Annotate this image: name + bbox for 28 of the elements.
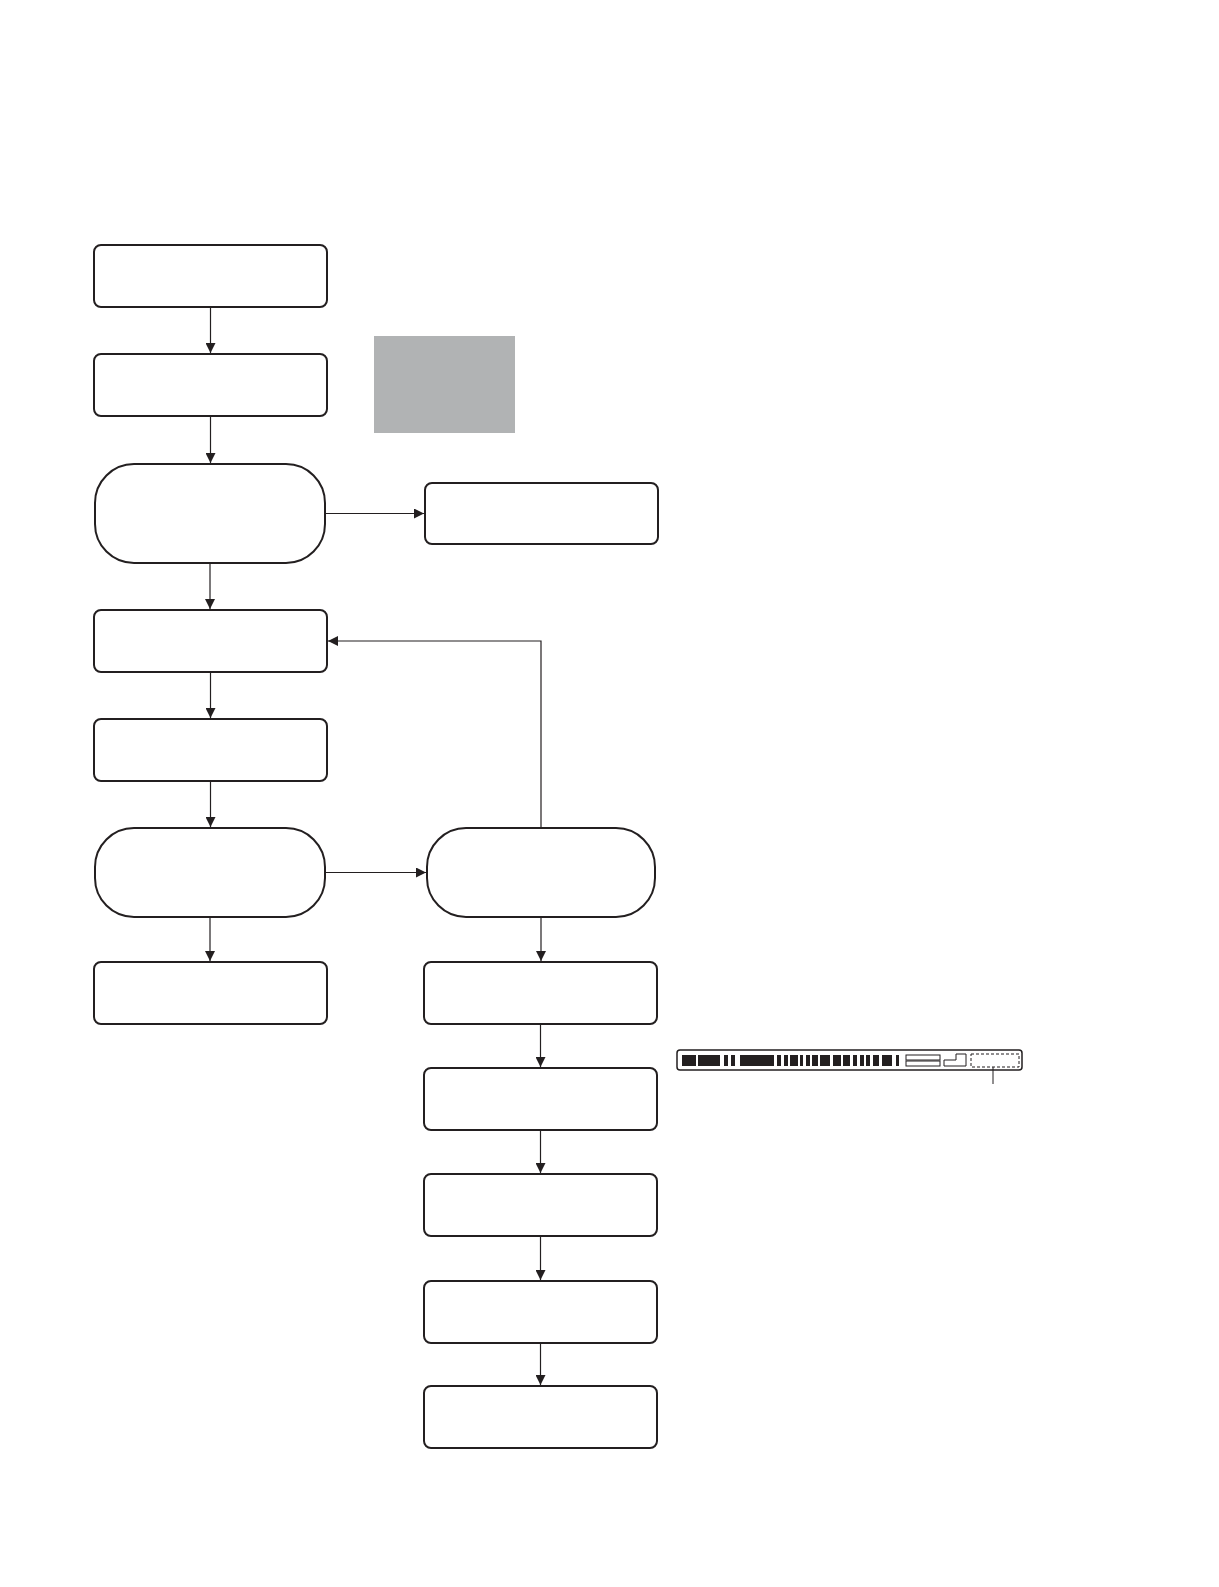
arrow xyxy=(535,1130,546,1174)
arrow xyxy=(325,508,425,519)
arrow xyxy=(535,1343,546,1386)
arrow xyxy=(205,307,216,354)
decision-box xyxy=(94,463,326,564)
process-box xyxy=(423,961,658,1025)
process-box xyxy=(93,961,328,1025)
process-box xyxy=(93,353,328,417)
process-box xyxy=(93,244,328,308)
decision-box xyxy=(94,827,326,918)
process-box xyxy=(423,1385,658,1449)
arrow xyxy=(205,563,215,610)
arrow xyxy=(205,416,216,464)
arrow xyxy=(205,917,215,962)
arrow xyxy=(535,1024,546,1068)
process-box xyxy=(424,482,659,545)
arrow xyxy=(325,867,427,878)
process-box xyxy=(93,718,328,782)
process-box xyxy=(423,1280,658,1344)
arrow xyxy=(536,917,546,962)
process-box xyxy=(93,609,328,673)
decision-box xyxy=(426,827,656,918)
process-box xyxy=(423,1173,658,1237)
arrow xyxy=(205,672,216,719)
arrow xyxy=(327,636,542,828)
process-box xyxy=(423,1067,658,1131)
arrow xyxy=(535,1236,546,1281)
arrow xyxy=(205,781,216,828)
